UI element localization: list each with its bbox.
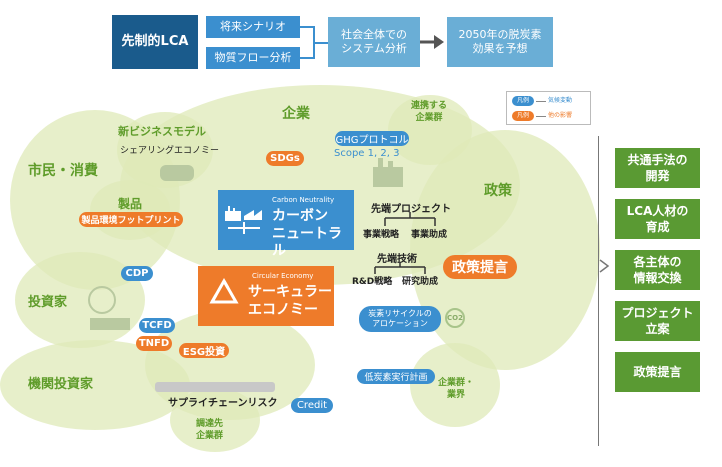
legend-label-other: 他の影響 [548,112,573,119]
future-scenario-box: 将来シナリオ [206,16,300,38]
co2-icon: CO2 [445,308,465,328]
material-flow-box: 物質フロー分析 [206,47,300,69]
sidebar-bracket [598,136,607,446]
legend-tag-climate: 凡例 [512,96,534,106]
esg-investment-tag: ESG投資 [179,343,229,358]
sidebar-item-info-exchange: 各主体の 情報交換 [615,250,700,290]
institutional-investors-label: 機関投資家 [28,377,94,392]
carbon-neutrality-en: Carbon Neutrality [272,196,335,204]
chevron-right-icon [599,259,610,273]
products-label: 製品 [118,197,143,211]
prediction-box: 2050年の脱炭素 効果を予想 [447,17,553,67]
investors-label: 投資家 [28,295,68,310]
industry-blob [410,343,500,427]
sdgs-tag: SDGs [266,151,304,166]
linked-companies-label: 連携する 企業群 [411,101,448,123]
sidebar-item-policy-proposal: 政策提言 [615,352,700,392]
tnfd-tag: TNFD [136,336,172,351]
supply-chain-risk-label: サプライチェーンリスク [168,398,278,409]
scope-label: Scope 1, 2, 3 [334,148,400,159]
tree2-connector [374,262,426,274]
system-analysis-box: 社会全体での システム分析 [328,17,420,67]
sidebar-item-project-planning: プロジェクト 立案 [615,301,700,341]
legend-label-climate: 気候変動 [548,97,573,104]
policy-proposal-tag: 政策提言 [443,255,517,279]
proactive-lca-box: 先制的LCA [112,15,198,69]
research-subsidy-label: 研究助成 [402,277,439,287]
recycle-icon [209,278,239,304]
policy-label: 政策 [484,183,512,199]
circular-economy-en: Circular Economy [252,272,314,280]
legend: 凡例 気候変動 凡例 他の影響 [506,91,591,125]
companies-label: 企業 [282,106,310,122]
sidebar-item-common-method: 共通手法の 開発 [615,148,700,188]
carbon-neutrality-jp: カーボン ニュートラル [272,208,342,259]
advanced-project-label: 先端プロジェクト [371,204,451,215]
legend-tag-other: 凡例 [512,111,534,121]
institutional-blob [0,340,190,430]
sharing-label: シェアリングエコノミー [120,146,220,156]
carbon-neutrality-box: Carbon Neutrality カーボン ニュートラル [218,190,354,259]
citizens-label: 市民・消費 [28,163,98,179]
business-strategy-label: 事業戦略 [363,230,400,240]
product-footprint-tag: 製品環境フットプリント [79,212,183,227]
advanced-technology-label: 先端技術 [377,254,417,265]
tree1-connector [384,212,436,226]
circular-economy-jp: サーキュラー エコノミー [248,284,332,318]
supply-blob [145,310,315,420]
cdp-tag: CDP [121,266,153,281]
flow-bracket [300,26,328,59]
credit-tag: Credit [291,398,333,413]
procurement-label: 調達先 企業群 [196,419,224,441]
rd-strategy-label: R&D戦略 [352,277,393,287]
ghg-protocol-tag: GHGプロトコル [335,131,409,146]
low-carbon-plan-tag: 低炭素実行計画 [357,369,435,384]
industry-label: 企業群・ 業界 [438,378,475,400]
sidebar-item-lca-talent: LCA人材の 育成 [615,199,700,239]
new-business-label: 新ビジネスモデル [118,125,206,138]
circular-economy-box: Circular Economy サーキュラー エコノミー [198,266,334,326]
policy-blob [410,130,600,370]
linked-blob [388,95,472,165]
tcfd-tag: TCFD [139,318,175,333]
factory-scale-icon [225,206,262,234]
arrow-right-icon [420,35,444,49]
carbon-recycle-tag: 炭素リサイクルの アロケーション [359,306,441,332]
business-subsidy-label: 事業助成 [411,230,448,240]
decorative-silhouettes [88,158,403,392]
